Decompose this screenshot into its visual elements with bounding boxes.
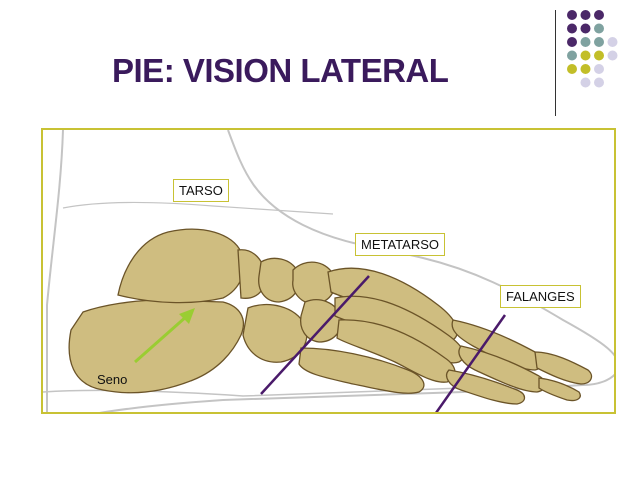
phalanx-tip-bone [534,351,593,385]
decorative-dot [594,10,604,20]
decorative-dot [580,50,591,61]
decorative-dot [594,37,604,47]
cuneiform-bone [292,261,336,305]
decorative-dot [594,77,604,88]
metatarsal-bone-5 [298,347,425,394]
skin-fold [62,201,334,215]
decorative-dot [580,37,591,47]
phalanx-bone-1 [451,319,544,371]
navicular-bone [258,257,301,303]
cuneiform-bone-2 [299,299,342,343]
title-divider-line [555,10,556,116]
label-falanges: FALANGES [500,285,581,308]
seno-arrow-head [179,308,195,324]
decorative-dot [607,50,618,61]
decorative-dot [567,37,577,47]
phalanx-tip-bone-2 [538,377,581,402]
tarsus-metatarsus-divider [260,275,370,395]
decorative-dot [580,23,591,34]
phalanx-bone-3 [446,369,526,405]
skin-outline [46,130,614,412]
metatarsal-bone-3 [336,319,456,383]
phalanx-bone-2 [458,345,547,393]
decorative-dot [594,23,604,34]
foot-illustration [43,130,614,412]
label-metatarso: METATARSO [355,233,445,256]
label-seno: Seno [97,372,128,387]
decorative-dot [580,10,591,20]
decorative-dot [567,50,577,61]
decorative-dot [567,10,577,20]
metatarsus-phalanges-divider [435,314,507,412]
decorative-dot [594,50,604,61]
decorative-dot [580,64,591,74]
decorative-dot [607,37,618,47]
decorative-dot [567,23,577,34]
label-tarso: TARSO [173,179,229,202]
slide-title: PIE: VISION LATERAL [112,52,449,89]
foot-illustration-frame: TARSO METATARSO FALANGES Seno [41,128,616,414]
talus-bone [117,228,245,304]
decorative-dot [580,77,591,88]
decorative-dot [594,64,604,74]
calcaneus-bone [68,299,245,394]
seno-arrow-shaft [134,314,188,364]
decorative-dot [567,64,577,74]
